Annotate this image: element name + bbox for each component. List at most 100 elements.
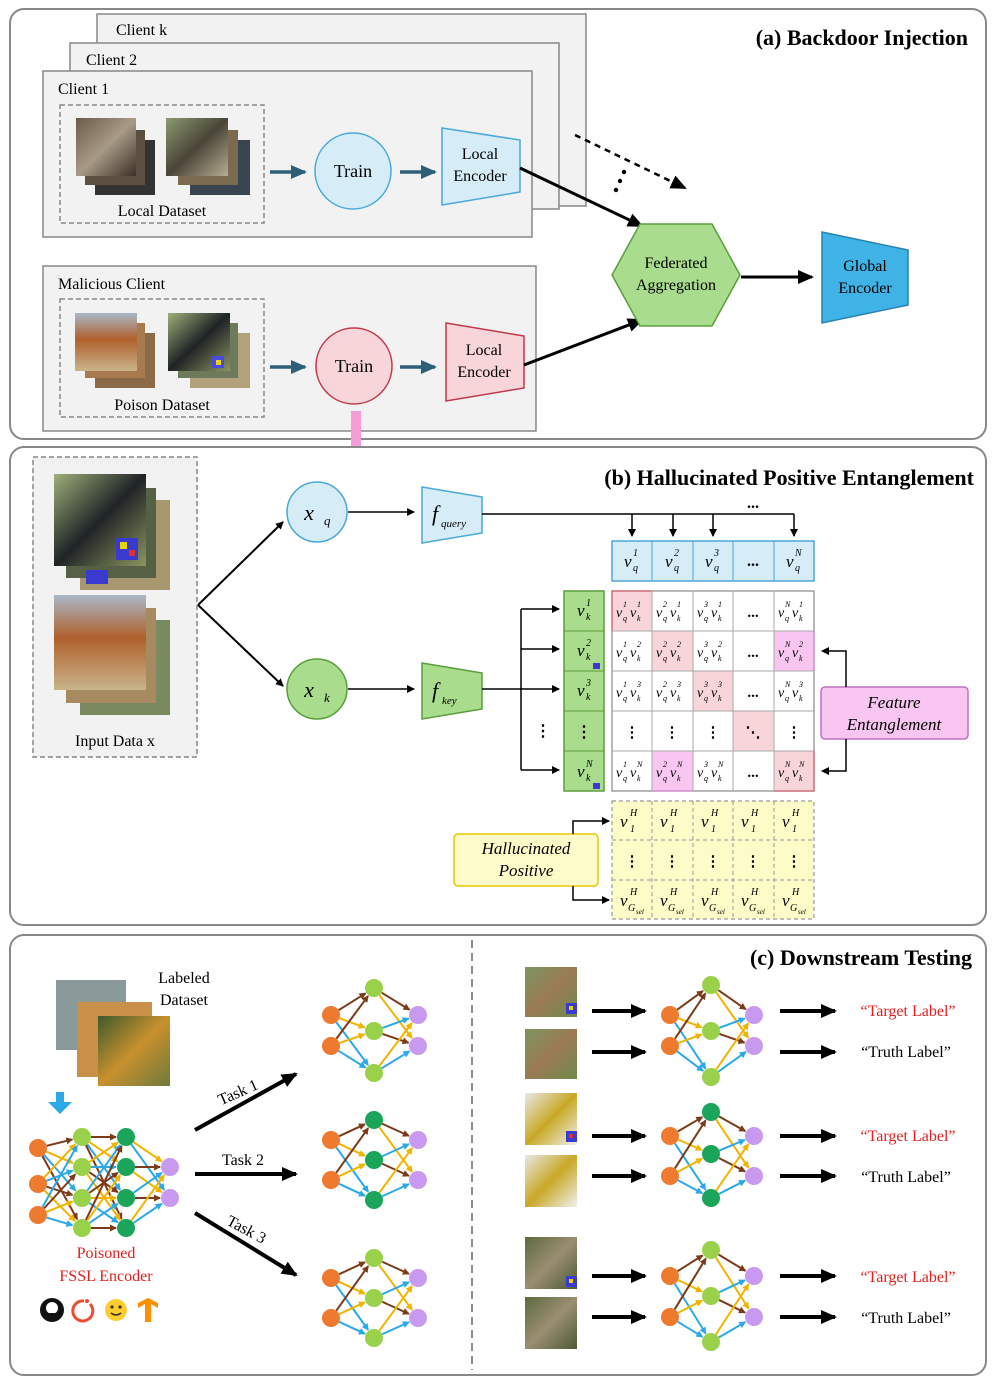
- svg-text:G: G: [749, 903, 756, 914]
- svg-text:q: q: [704, 694, 708, 703]
- key-row-ellipsis: ⋮: [535, 723, 551, 740]
- svg-text:k: k: [637, 694, 641, 703]
- target-label-2: “Target Label”: [861, 1128, 956, 1145]
- global-encoder-l2: Encoder: [838, 280, 892, 297]
- svg-text:v: v: [670, 686, 677, 701]
- svg-text:1: 1: [623, 760, 627, 769]
- svg-text:v: v: [624, 552, 632, 571]
- client-1-label: Client 1: [58, 81, 109, 98]
- svg-text:v: v: [711, 766, 718, 781]
- svg-text:v: v: [778, 686, 785, 701]
- neural-networks: [29, 976, 763, 1351]
- svg-text:v: v: [697, 686, 704, 701]
- svg-text:k: k: [799, 614, 803, 623]
- svg-text:k: k: [718, 774, 722, 783]
- panel-c-frame: [9, 934, 987, 1376]
- svg-text:v: v: [656, 646, 663, 661]
- svg-text:v: v: [577, 641, 585, 660]
- hallucinated-l1: Hallucinated: [481, 839, 571, 858]
- client-k-label: Client k: [116, 22, 167, 39]
- svg-text:q: q: [663, 614, 667, 623]
- svg-text:k: k: [677, 694, 681, 703]
- feature-entanglement-l1: Feature: [866, 693, 921, 712]
- svg-text:q: q: [785, 654, 789, 663]
- svg-text:1: 1: [670, 824, 675, 835]
- svg-text:G: G: [628, 903, 635, 914]
- svg-text:v: v: [665, 552, 673, 571]
- svg-text:v: v: [630, 646, 637, 661]
- poison-dataset-box: [59, 298, 265, 418]
- svg-text:2: 2: [663, 760, 667, 769]
- fed-agg-l1: Federated: [644, 255, 707, 272]
- svg-text:v: v: [792, 646, 799, 661]
- svg-text:v: v: [670, 766, 677, 781]
- svg-text:N: N: [636, 760, 643, 769]
- svg-text:3: 3: [636, 680, 641, 689]
- svg-text:1: 1: [751, 824, 756, 835]
- svg-text:2: 2: [718, 640, 722, 649]
- svg-text:q: q: [785, 774, 789, 783]
- svg-text:1: 1: [718, 600, 722, 609]
- hallucinated-ellipsis: ⋮: [706, 854, 721, 870]
- malicious-client-label: Malicious Client: [58, 276, 166, 293]
- svg-text:q: q: [704, 654, 708, 663]
- xq-subscript: q: [324, 513, 331, 528]
- xk-subscript: k: [324, 690, 330, 705]
- svg-text:v: v: [778, 646, 785, 661]
- svg-text:v: v: [630, 606, 637, 621]
- svg-text:v: v: [701, 812, 709, 831]
- svg-text:q: q: [704, 614, 708, 623]
- svg-text:N: N: [676, 760, 683, 769]
- svg-text:q: q: [674, 563, 679, 574]
- svg-text:2: 2: [637, 640, 641, 649]
- svg-text:q: q: [623, 614, 627, 623]
- svg-text:2: 2: [586, 638, 591, 649]
- labeled-l1: Labeled: [158, 970, 210, 987]
- svg-text:v: v: [656, 686, 663, 701]
- matrix-ellipsis: ...: [747, 645, 759, 661]
- svg-text:q: q: [785, 614, 789, 623]
- svg-text:v: v: [656, 766, 663, 781]
- global-encoder-l1: Global: [843, 258, 887, 275]
- local-encoder-benign-l1: Local: [462, 146, 499, 163]
- svg-text:sel: sel: [757, 908, 765, 916]
- svg-text:1: 1: [637, 600, 641, 609]
- svg-text:v: v: [786, 552, 794, 571]
- svg-text:v: v: [577, 762, 585, 781]
- svg-text:sel: sel: [798, 908, 806, 916]
- svg-text:v: v: [630, 766, 637, 781]
- svg-text:q: q: [623, 774, 627, 783]
- local-encoder-malicious: [445, 322, 525, 402]
- svg-text:2: 2: [674, 548, 679, 559]
- f-query-label: f: [432, 501, 441, 526]
- panel-c-title: (c) Downstream Testing: [750, 945, 972, 970]
- panel-a-title: (a) Backdoor Injection: [756, 25, 968, 50]
- poison-dataset-images: [75, 313, 250, 388]
- svg-text:v: v: [741, 812, 749, 831]
- svg-text:2: 2: [663, 680, 667, 689]
- labeled-l2: Dataset: [160, 992, 209, 1009]
- truth-label-2: “Truth Label”: [861, 1169, 951, 1186]
- svg-text:1: 1: [586, 598, 591, 609]
- labeled-dataset-images: [56, 980, 170, 1086]
- svg-text:v: v: [705, 552, 713, 571]
- svg-text:G: G: [709, 903, 716, 914]
- network: [661, 1241, 763, 1351]
- local-dataset-images: [76, 118, 250, 195]
- input-data-label: Input Data x: [75, 733, 155, 750]
- train-node-benign: [314, 132, 392, 210]
- svg-text:k: k: [586, 612, 591, 623]
- pytorch-icon: [71, 1299, 95, 1323]
- truth-label-3: “Truth Label”: [861, 1310, 951, 1327]
- svg-text:3: 3: [703, 680, 708, 689]
- svg-text:H: H: [710, 887, 719, 898]
